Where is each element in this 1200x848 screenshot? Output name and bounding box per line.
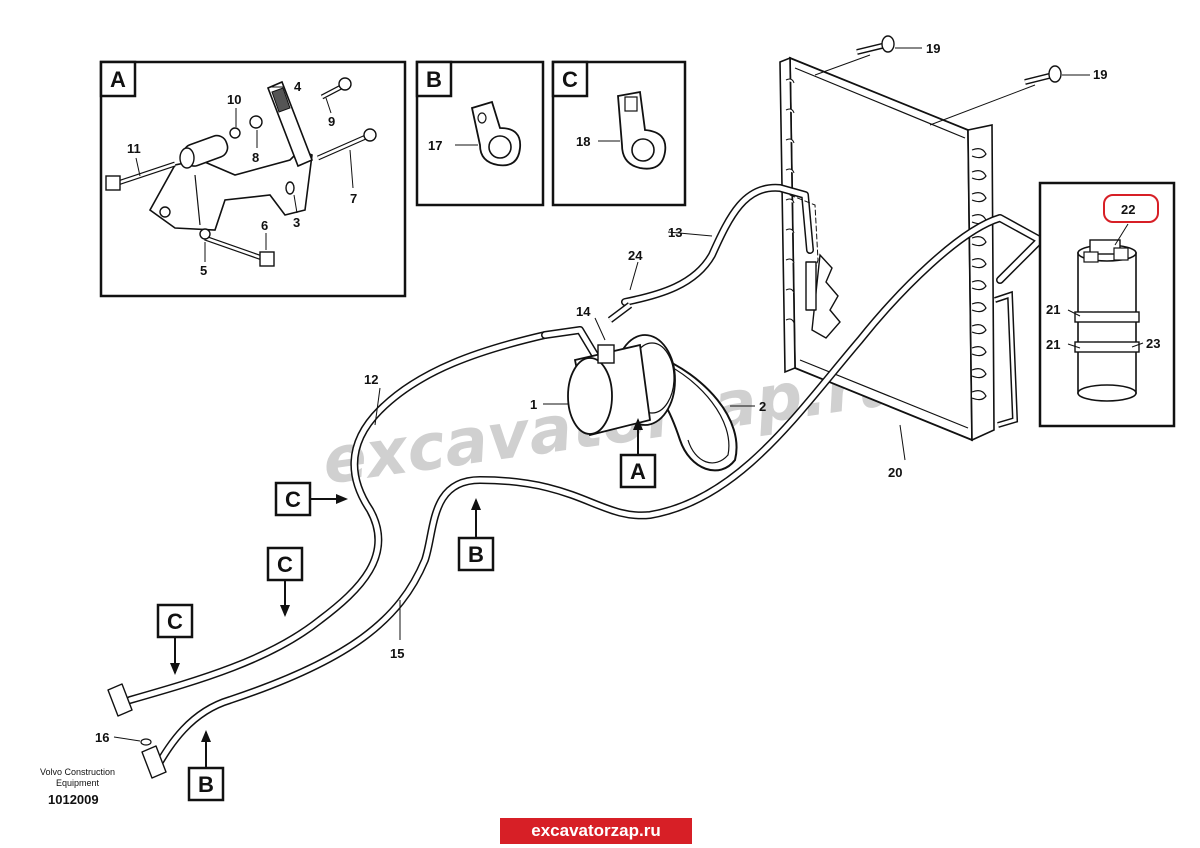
callout-hose15-b-label: B <box>468 542 484 567</box>
part-22-highlight <box>1103 194 1159 223</box>
part-label-11: 11 <box>127 141 141 156</box>
callout-compressor-a-label: A <box>630 459 646 484</box>
part-label-18: 18 <box>576 134 590 149</box>
callout-hose-lower-c1: C <box>266 546 304 617</box>
part-label-2: 2 <box>759 399 766 414</box>
site-url-banner[interactable]: excavatorzap.ru <box>500 818 692 844</box>
part-label-12: 12 <box>364 372 378 387</box>
part-label-23: 23 <box>1146 336 1160 351</box>
callout-compressor-a: A <box>619 418 657 489</box>
part-label-21-upper: 21 <box>1046 302 1060 317</box>
callout-hose-lower-c2-label: C <box>167 609 183 634</box>
hoses <box>107 183 1044 779</box>
detail-box-b: B 17 <box>415 60 545 207</box>
footer-maker-line1: Volvo Construction <box>40 767 115 777</box>
callout-hose-lower-c1-label: C <box>277 552 293 577</box>
part-label-24: 24 <box>628 248 643 263</box>
part-label-13: 13 <box>668 225 682 240</box>
detail-box-c: C 18 <box>551 60 687 207</box>
drawing-number: 1012009 <box>48 792 99 807</box>
part-label-22: 22 <box>1121 202 1135 217</box>
part-label-9: 9 <box>328 114 335 129</box>
detail-box-a-label: A <box>110 67 126 92</box>
part-label-14: 14 <box>576 304 591 319</box>
part-label-21-lower: 21 <box>1046 337 1060 352</box>
condenser: 19 19 20 <box>779 35 1107 480</box>
part-label-7: 7 <box>350 191 357 206</box>
callout-hose12-c: C <box>274 481 348 517</box>
part-label-15: 15 <box>390 646 404 661</box>
callout-hose-lower-c2: C <box>156 603 194 675</box>
compressor: 1 2 24 14 13 12 15 16 <box>95 225 766 745</box>
part-label-3: 3 <box>293 215 300 230</box>
receiver-drier-detail: 21 21 23 22 <box>1038 181 1176 428</box>
part-label-4: 4 <box>294 79 302 94</box>
part-label-8: 8 <box>252 150 259 165</box>
part-label-10: 10 <box>227 92 241 107</box>
part-label-6: 6 <box>261 218 268 233</box>
part-label-5: 5 <box>200 263 207 278</box>
footer-maker-line2: Equipment <box>56 778 100 788</box>
part-label-16: 16 <box>95 730 109 745</box>
callout-fitting-b: B <box>187 730 225 802</box>
part-label-1: 1 <box>530 397 537 412</box>
callout-fitting-b-label: B <box>198 772 214 797</box>
detail-box-a: A <box>99 60 407 298</box>
detail-box-c-label: C <box>562 67 578 92</box>
callout-hose15-b: B <box>457 498 495 572</box>
part-label-19-top: 19 <box>926 41 940 56</box>
part-label-19-right: 19 <box>1093 67 1107 82</box>
detail-box-b-label: B <box>426 67 442 92</box>
part-label-17: 17 <box>428 138 442 153</box>
part-label-20: 20 <box>888 465 902 480</box>
callout-hose12-c-label: C <box>285 487 301 512</box>
